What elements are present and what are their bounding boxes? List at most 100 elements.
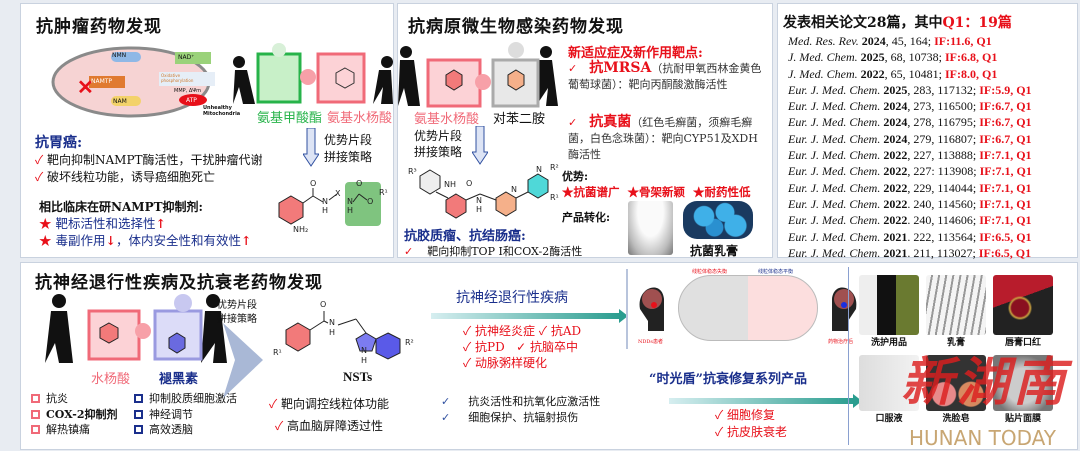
- neuro-title: 抗神经退行性疾病及抗衰老药物发现: [35, 273, 323, 293]
- cancer-point: ✓靶向抑制TOP I和COX-2酶活性: [404, 245, 583, 258]
- molecule-label: NH: [444, 180, 456, 189]
- star-icon: ★: [562, 185, 574, 199]
- antitumor-molecule-structure: [278, 182, 381, 226]
- melatonin-props: 抑制胶质细胞激活 神经调节 高效透脑: [134, 391, 237, 438]
- mechanism-label: 线粒体稳态平衡: [758, 269, 794, 275]
- molecule-label-amine: NH₂: [293, 225, 309, 234]
- down-arrow-icon: [472, 126, 488, 165]
- publications-heading: 发表相关论文28篇，其中Q1：19篇: [783, 15, 1012, 31]
- fragment-carbamate-label: 氨基甲酸酯: [257, 111, 323, 126]
- molecule-label: R¹: [273, 348, 282, 357]
- watermark-logo: 新湖南: [901, 352, 1070, 413]
- checkbox-icon: [134, 394, 143, 403]
- molecule-label: R³: [408, 167, 417, 176]
- publication-item: Eur. J. Med. Chem. 2022, 227, 113888; IF…: [788, 148, 1032, 163]
- check-icon: ✓: [269, 397, 282, 411]
- publication-item: Eur. J. Med. Chem. 2024, 279, 116807; IF…: [788, 131, 1032, 146]
- molecule-label: H: [361, 356, 368, 365]
- check-icon: ✓: [404, 245, 414, 258]
- neuro-antiaging-panel: 抗神经退行性疾病及抗衰老药物发现 水杨酸 褪黑素 抗炎 COX-2抑制剂 解热镇…: [20, 262, 1078, 450]
- neuro-disease-heading: 抗神经退行性疾病: [456, 290, 568, 306]
- cream-jar-photo: [628, 201, 673, 255]
- divider: [848, 267, 849, 445]
- publication-item: Eur. J. Med. Chem. 2022. 240, 114606; IF…: [788, 213, 1032, 228]
- advantages-list: ★抗菌谱广 ★骨架新颖 ★耐药性低: [562, 185, 751, 199]
- mrsa-item: ✓抗MRSA（抗耐甲氧西林金黄色葡萄球菌）：靶向丙酮酸激酶活性: [568, 60, 762, 91]
- compound-name: NSTs: [343, 369, 373, 384]
- checkbox-icon: [31, 409, 40, 419]
- head-silhouette-icon: [639, 287, 664, 331]
- pathway-label-nam: NAM: [113, 98, 127, 105]
- checkbox-icon: [134, 425, 143, 434]
- publication-item: Eur. J. Med. Chem. 2024, 278, 116795; IF…: [788, 115, 1032, 130]
- pathway-label-namtp: NAMTP: [91, 78, 113, 85]
- arrow-head-icon: [853, 394, 862, 408]
- compare-points: ★ 靶标活性和选择性↑ ★ 毒副作用↓，体内安全性和有效性↑: [39, 216, 252, 248]
- mitochondria-pathway-diagram: ✕: [51, 46, 215, 118]
- product-label: 贴片面膜: [1004, 414, 1041, 424]
- product-photo-oral-liquid: [859, 355, 919, 411]
- star-icon: ★: [627, 185, 640, 199]
- publication-list: Med. Res. Rev. 2024, 45, 164; IF:11.6, Q…: [788, 33, 1032, 261]
- antiaging-points: ✓ 细胞修复 ✓ 抗皮肤衰老: [715, 408, 788, 439]
- publication-item: Eur. J. Med. Chem. 2021. 222, 113564; IF…: [788, 229, 1032, 244]
- nst-molecule-structure: [285, 311, 401, 360]
- molecule-label: N: [361, 346, 367, 355]
- fragment-puzzle-illustration: [45, 294, 227, 363]
- compare-heading: 相比临床在研NAMPT抑制剂:: [39, 200, 203, 214]
- star-icon: ★: [39, 216, 56, 231]
- product-label: 乳膏: [946, 338, 965, 348]
- cancer-heading: 抗胶质瘤、抗结肠癌:: [404, 229, 526, 244]
- product-heading: 产品转化:: [562, 211, 611, 224]
- gastric-points: ✓ 靶向抑制NAMPT酶活性，干扰肿瘤代谢 ✓ 破坏线粒功能，诱导癌细胞死亡: [35, 153, 263, 184]
- publication-item: Eur. J. Med. Chem. 2022. 240, 114560; IF…: [788, 196, 1032, 211]
- publications-panel: 发表相关论文28篇，其中Q1：19篇 Med. Res. Rev. 2024, …: [777, 3, 1078, 261]
- publication-item: Eur. J. Med. Chem. 2024, 273, 116500; IF…: [788, 99, 1032, 114]
- molecule-label: N: [322, 197, 328, 206]
- product-label: 口服液: [875, 414, 903, 424]
- nst-points: ✓ 靶向调控线粒体功能 ✓ 高血脑屏障透过性: [269, 397, 390, 433]
- publication-item: J. Med. Chem. 2022, 65, 10481; IF:8.0, Q…: [788, 66, 998, 81]
- pathway-label-unhealthy: Unhealthy Mitochondria: [203, 105, 241, 117]
- antimicrobial-molecule-structure: [419, 169, 549, 219]
- antifungal-item: ✓抗真菌（红色毛癣菌，须癣毛癣菌，白色念珠菌）：靶向CYP51及XDH酶活性: [568, 114, 758, 161]
- fragment-phenylenediamine-label: 对苯二胺: [493, 112, 546, 127]
- activity-points: ✓抗炎活性和抗氧化应激活性 ✓细胞保护、抗辐射损伤: [441, 395, 601, 424]
- product-photo-cream: [926, 275, 986, 335]
- checkbox-icon: [31, 394, 40, 403]
- gastric-cancer-heading: 抗胃癌:: [35, 135, 83, 151]
- check-icon: ✓: [568, 116, 578, 129]
- publication-item: Med. Res. Rev. 2024, 45, 164; IF:11.6, Q…: [788, 34, 992, 48]
- neuro-points: ✓ 抗神经炎症 ✓ 抗AD ✓ 抗PD ✓ 抗脑卒中 ✓ 动脉粥样硬化: [463, 324, 582, 370]
- right-chevron-arrow-icon: [223, 323, 263, 398]
- strategy-label: 优势片段拼接策略: [414, 129, 463, 159]
- product-label: 唇膏口红: [1004, 338, 1041, 348]
- molecule-label: O: [356, 179, 363, 188]
- molecule-label: H: [329, 328, 336, 337]
- down-arrow-icon: [303, 128, 319, 167]
- cream-tins-photo: [683, 201, 753, 239]
- advantage-heading: 优势:: [562, 170, 589, 183]
- arrow-bar: [669, 398, 854, 404]
- check-icon: ✓: [568, 62, 578, 75]
- fragment-puzzle-illustration: [233, 43, 393, 104]
- fragment-puzzle-illustration: [398, 42, 558, 108]
- molecule-label: H: [322, 206, 329, 215]
- star-icon: ★: [693, 185, 705, 199]
- checkbox-icon: [31, 425, 40, 434]
- strategy-label: 优势片段拼接策略: [217, 300, 257, 325]
- check-icon: ✓: [35, 170, 48, 184]
- fragment-aminosalicylic-label: 氨基水杨酸: [414, 112, 480, 127]
- mitochondria-diagram: [678, 275, 818, 341]
- molecule-label: O: [320, 300, 327, 309]
- star-icon: ★: [39, 233, 56, 248]
- molecule-label: N: [511, 185, 517, 194]
- head-silhouette-icon: [832, 287, 857, 331]
- molecule-label: N: [476, 196, 482, 205]
- svg-text:✕: ✕: [77, 75, 94, 99]
- check-icon: ✓: [35, 153, 48, 167]
- product-label: 洗护用品: [870, 338, 907, 348]
- molecule-label: R²: [405, 338, 414, 347]
- fragment-melatonin-label: 褪黑素: [159, 372, 199, 387]
- mechanism-label: 线粒体稳态失衡: [692, 269, 728, 275]
